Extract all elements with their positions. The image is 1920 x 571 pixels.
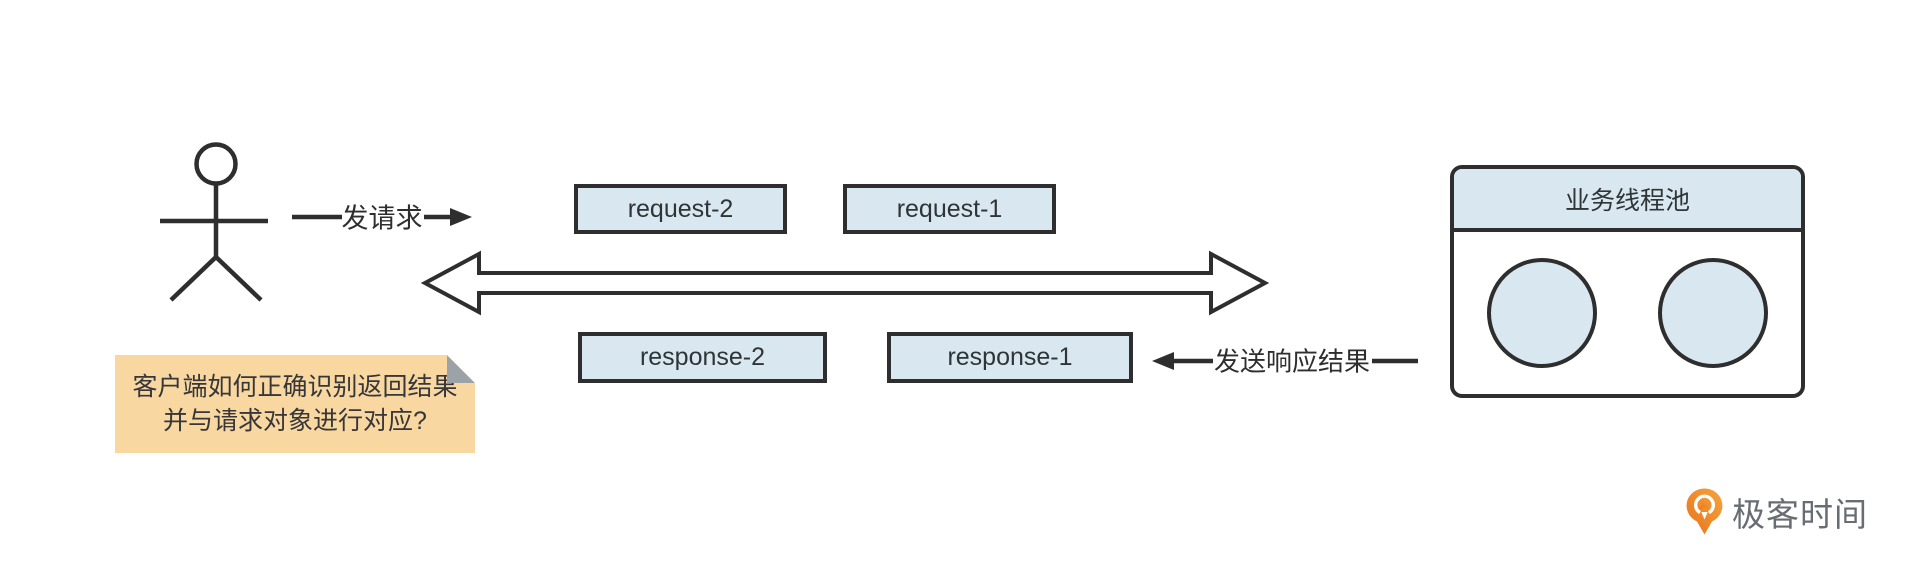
thread-circle-1 bbox=[1487, 258, 1597, 368]
request-1-box: request-1 bbox=[843, 184, 1056, 234]
stick-figure-client bbox=[160, 142, 268, 302]
request-1-label: request-1 bbox=[896, 194, 1003, 223]
geektime-logo: 极客时间 bbox=[1686, 488, 1868, 536]
note-text-line-1: 客户端如何正确识别返回结果 bbox=[132, 373, 458, 401]
stick-figure-head bbox=[194, 142, 238, 186]
response-2-label: response-2 bbox=[639, 343, 766, 371]
thread-pool-body bbox=[1454, 232, 1801, 394]
note-fold-corner bbox=[447, 355, 475, 383]
send-request-label: 发请求 bbox=[341, 203, 423, 234]
thread-circle-2 bbox=[1658, 258, 1768, 368]
response-2-box: response-2 bbox=[578, 332, 827, 383]
request-2-box: request-2 bbox=[574, 184, 787, 234]
send-response-label: 发送响应结果 bbox=[1213, 346, 1371, 377]
response-1-label: response-1 bbox=[947, 343, 1073, 371]
thread-pool-box: 业务线程池 bbox=[1450, 165, 1805, 398]
request-2-label: request-2 bbox=[627, 194, 734, 223]
geektime-logo-icon bbox=[1686, 488, 1723, 535]
transport-double-arrow bbox=[420, 250, 1270, 316]
thread-pool-header: 业务线程池 bbox=[1454, 169, 1801, 232]
response-1-box: response-1 bbox=[887, 332, 1133, 383]
geektime-logo-text: 极客时间 bbox=[1732, 496, 1868, 533]
sticky-note: 客户端如何正确识别返回结果 并与请求对象进行对应? bbox=[115, 355, 475, 453]
note-text-line-2: 并与请求对象进行对应? bbox=[163, 407, 427, 435]
thread-pool-title: 业务线程池 bbox=[1564, 186, 1690, 215]
